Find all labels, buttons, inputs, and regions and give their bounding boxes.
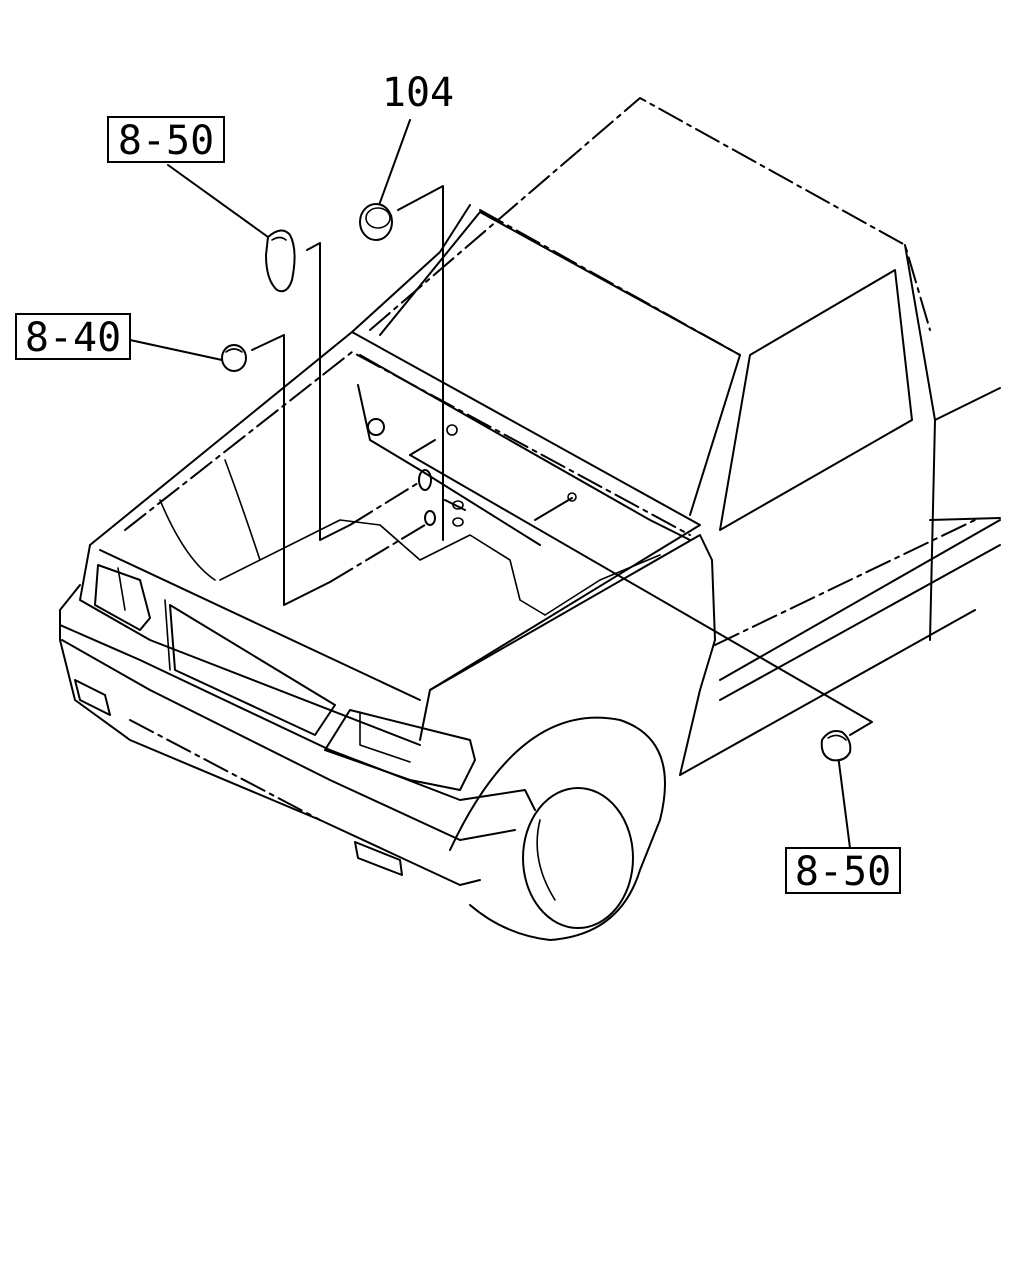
- leader-8-50-bottom: [837, 754, 851, 849]
- bumper-top: [59, 624, 536, 811]
- cab-rear-edge: [904, 244, 936, 641]
- hole-markers: [418, 469, 577, 527]
- fog-light-right: [354, 841, 403, 876]
- bed-rail-upper: [929, 517, 1001, 521]
- route-8-40-dash: [329, 524, 426, 583]
- fog-light-left: [74, 679, 111, 716]
- ref-label-8-40: 8-40: [15, 313, 131, 361]
- route-8-50-bottom-branch: [534, 497, 573, 521]
- grille: [169, 604, 336, 736]
- ref-text-8-50-top: 8-50: [118, 118, 214, 164]
- body-side-dash: [714, 519, 976, 646]
- engine-bay-right: [544, 554, 661, 616]
- wheel-inner: [536, 819, 556, 901]
- engine-bay-left: [224, 459, 261, 561]
- truck-outline: [59, 97, 1001, 941]
- cowl: [359, 354, 691, 541]
- ref-text-8-50-bottom: 8-50: [795, 849, 891, 895]
- headlight-left-inner: [117, 567, 126, 611]
- plug-8-40: [221, 344, 247, 372]
- leader-8-40: [129, 339, 223, 361]
- route-8-50-bottom: [409, 439, 436, 456]
- fender-right: [429, 534, 716, 776]
- grille-inner: [164, 599, 171, 671]
- plug-8-50-bottom: [820, 730, 852, 762]
- fender-right-lower: [419, 689, 431, 741]
- headlight-left: [94, 564, 151, 631]
- wheel-arch: [449, 716, 666, 941]
- ref-box-8-50-bottom: [785, 847, 901, 894]
- leader-8-50-top: [167, 164, 269, 238]
- hole-c: [452, 500, 464, 510]
- headlight-right: [324, 709, 476, 791]
- bumper-slot: [129, 719, 321, 821]
- leader-104: [377, 119, 411, 209]
- bed-rail-lower: [719, 544, 1001, 701]
- route-104: [397, 185, 444, 541]
- a-pillar: [351, 204, 471, 333]
- bed-rail-mid: [719, 519, 1001, 681]
- hood-front-edge: [99, 549, 421, 701]
- engine-bay-floor: [219, 519, 546, 616]
- ref-text-104: 104: [382, 70, 454, 116]
- hood-inner-left: [124, 351, 691, 536]
- hole-a: [418, 469, 432, 491]
- leader-lines: [129, 119, 873, 849]
- ref-label-104: 104: [382, 70, 454, 116]
- ref-label-8-50-top: 8-50: [107, 116, 225, 164]
- ref-text-8-40: 8-40: [25, 315, 121, 361]
- headlight-right-inner: [359, 711, 411, 763]
- route-8-50-top: [306, 242, 351, 541]
- hole-b: [424, 510, 436, 526]
- engine-bay-fender-left: [159, 499, 216, 581]
- firewall-hole-right: [446, 424, 458, 436]
- front-face: [79, 544, 421, 746]
- cab-door-rear: [934, 387, 1001, 421]
- ref-box-8-40: [15, 313, 131, 360]
- firewall: [357, 384, 541, 546]
- bumper-lower: [61, 639, 516, 841]
- route-8-40: [251, 334, 331, 606]
- route-8-50-top-dash: [349, 482, 419, 526]
- cab-roof: [369, 97, 931, 331]
- hood-outline: [89, 331, 701, 691]
- side-window: [719, 269, 913, 531]
- plug-8-50-top: [264, 229, 296, 293]
- ref-box-8-50-top: [107, 116, 225, 163]
- hole-d: [452, 517, 464, 527]
- route-8-50-bottom-long: [409, 454, 873, 736]
- firewall-hole-left: [367, 418, 385, 436]
- ref-label-8-50-bottom: 8-50: [785, 847, 901, 895]
- windshield: [379, 211, 741, 516]
- wheel-rim: [522, 787, 634, 929]
- rocker-panel: [679, 609, 976, 776]
- plug-104: [359, 203, 393, 241]
- bumper-outline: [59, 584, 481, 886]
- hole-e: [567, 492, 577, 502]
